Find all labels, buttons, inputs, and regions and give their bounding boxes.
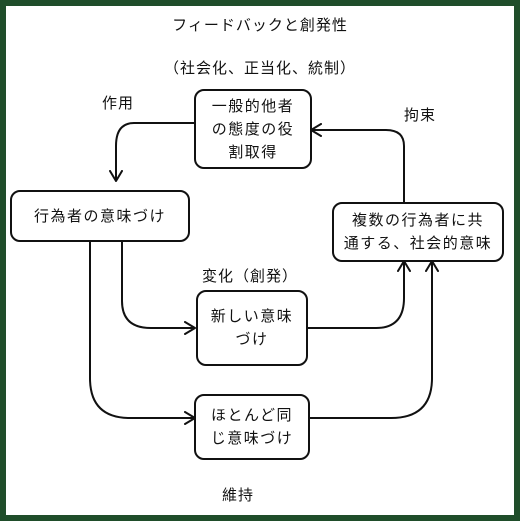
arrow-new-to-shared — [307, 260, 411, 329]
diagram-title: フィードバックと創発性 — [172, 16, 348, 34]
node-line: 割取得 — [228, 142, 278, 161]
node-actor-meaning: 行為者の意味づけ — [10, 190, 190, 242]
node-same-meaning: ほとんど同 じ意味づけ — [194, 394, 310, 460]
node-line: じ意味づけ — [210, 429, 294, 447]
arrow-constraint — [310, 123, 405, 203]
edge-label-constraint: 拘束 — [404, 106, 437, 124]
node-line: の態度の役 — [211, 119, 295, 138]
arrows-layer — [89, 122, 439, 425]
node-shared-meaning: 複数の行為者に共 通する、社会的意味 — [332, 202, 504, 262]
node-line: ほとんど同 — [210, 406, 294, 424]
node-generalized-other: 一般的他者 の態度の役 割取得 — [194, 89, 312, 169]
node-line: 通する、社会的意味 — [343, 234, 493, 252]
node-line: 行為者の意味づけ — [33, 206, 166, 225]
arrow-action — [109, 122, 195, 182]
node-new-meaning: 新しい意味 づけ — [196, 290, 308, 366]
node-line: 新しい意味 — [210, 307, 294, 325]
node-line: 複数の行為者に共 — [351, 211, 484, 229]
arrow-change — [121, 241, 196, 335]
arrow-same-to-shared — [307, 260, 439, 419]
diagram-subtitle: （社会化、正当化、統制） — [163, 59, 356, 77]
edge-label-change: 変化（創発） — [202, 267, 299, 285]
diagram-canvas: フィードバックと創発性 （社会化、正当化、統制） 作用 拘束 変化（創発） 維持… — [6, 6, 514, 515]
arrow-maintenance — [89, 241, 196, 425]
node-line: づけ — [235, 330, 269, 348]
edge-label-maintenance: 維持 — [222, 486, 255, 504]
edge-label-action: 作用 — [102, 94, 135, 112]
node-line: 一般的他者 — [211, 96, 295, 115]
